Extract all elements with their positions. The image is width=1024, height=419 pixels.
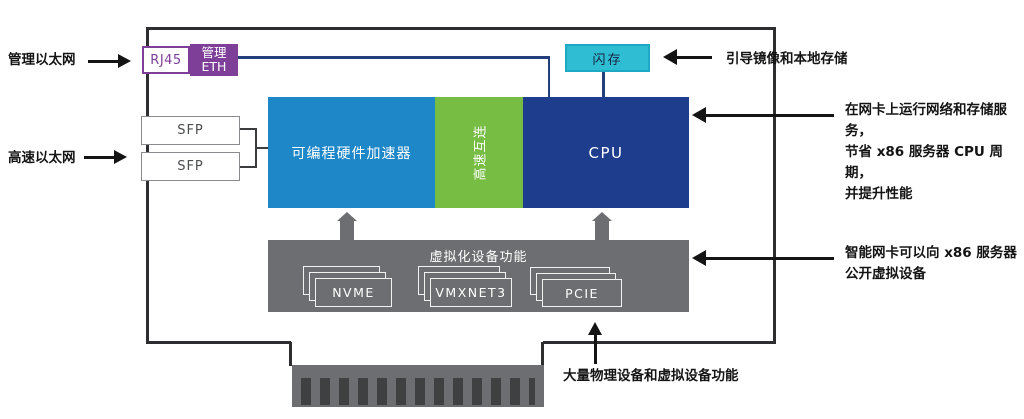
boot-storage-label: 引导镜像和本地存储 (726, 51, 848, 67)
virtual-device-note: 智能网卡可以向 x86 服务器 公开虚拟设备 (845, 245, 1017, 282)
accelerator-up-arrow (340, 220, 354, 240)
virtual-device-arrow-left-icon (692, 250, 706, 266)
cpu-up-arrow (595, 220, 609, 240)
pcie-connector-pins (301, 378, 535, 405)
device-functions-note: 大量物理设备和虚拟设备功能 (563, 368, 739, 384)
interconnect-label: 高速互连 (473, 124, 489, 181)
sfp-port-2: SFP (141, 152, 240, 181)
device-functions-arrow-up-icon (588, 322, 602, 335)
programmable-accelerator-block: 可编程硬件加速器 (268, 97, 435, 208)
boot-arrow-line (676, 56, 712, 59)
mgmt-eth-wire-vertical (547, 56, 550, 98)
boot-arrow-left-icon (663, 49, 677, 65)
nvme-device-stack: NVME (303, 266, 392, 307)
sfp2-wire (240, 166, 257, 168)
highspeed-arrow-line (84, 156, 115, 159)
sfp-wire-merge (255, 147, 269, 149)
pcie-device-stack: PCIE (530, 267, 622, 307)
card-outline-notch (291, 340, 543, 346)
sfp-port-1: SFP (141, 116, 240, 145)
interconnect-block: 高速互连 (435, 97, 523, 208)
pcie-edge-connector (292, 365, 544, 407)
vmxnet3-card: VMXNET3 (430, 278, 512, 307)
offload-arrow-left-icon (692, 107, 706, 123)
pcie-card: PCIE (542, 279, 622, 307)
mgmt-ethernet-label: 管理以太网 (8, 52, 76, 68)
offload-arrow-line (706, 114, 834, 117)
nvme-card: NVME (315, 278, 392, 307)
offload-note: 在网卡上运行网络和存储服务， 节省 x86 服务器 CPU 周期， 并提升性能 (845, 102, 1007, 202)
rj45-port: RJ45 (142, 46, 190, 74)
flash-wire (602, 72, 605, 98)
vmxnet3-device-stack: VMXNET3 (418, 266, 512, 307)
mgmt-arrow-line (88, 60, 119, 63)
cpu-up-arrow-tip (592, 212, 612, 221)
notch-right-edge (541, 342, 544, 366)
mgmt-eth-wire-horizontal (237, 56, 550, 59)
flash-block: 闪存 (565, 44, 650, 72)
virtual-device-arrow-line (706, 257, 834, 260)
virtualized-functions-title: 虚拟化设备功能 (429, 250, 528, 265)
accelerator-up-arrow-tip (337, 212, 357, 221)
cpu-block: CPU (523, 97, 689, 208)
highspeed-ethernet-label: 高速以太网 (8, 150, 76, 166)
device-functions-arrow-line (594, 334, 597, 364)
mgmt-eth-block: 管理 ETH (190, 44, 238, 76)
sfp1-wire (240, 128, 257, 130)
notch-left-edge (289, 342, 292, 366)
highspeed-arrow-right-icon (114, 150, 127, 164)
mgmt-arrow-right-icon (118, 54, 131, 68)
